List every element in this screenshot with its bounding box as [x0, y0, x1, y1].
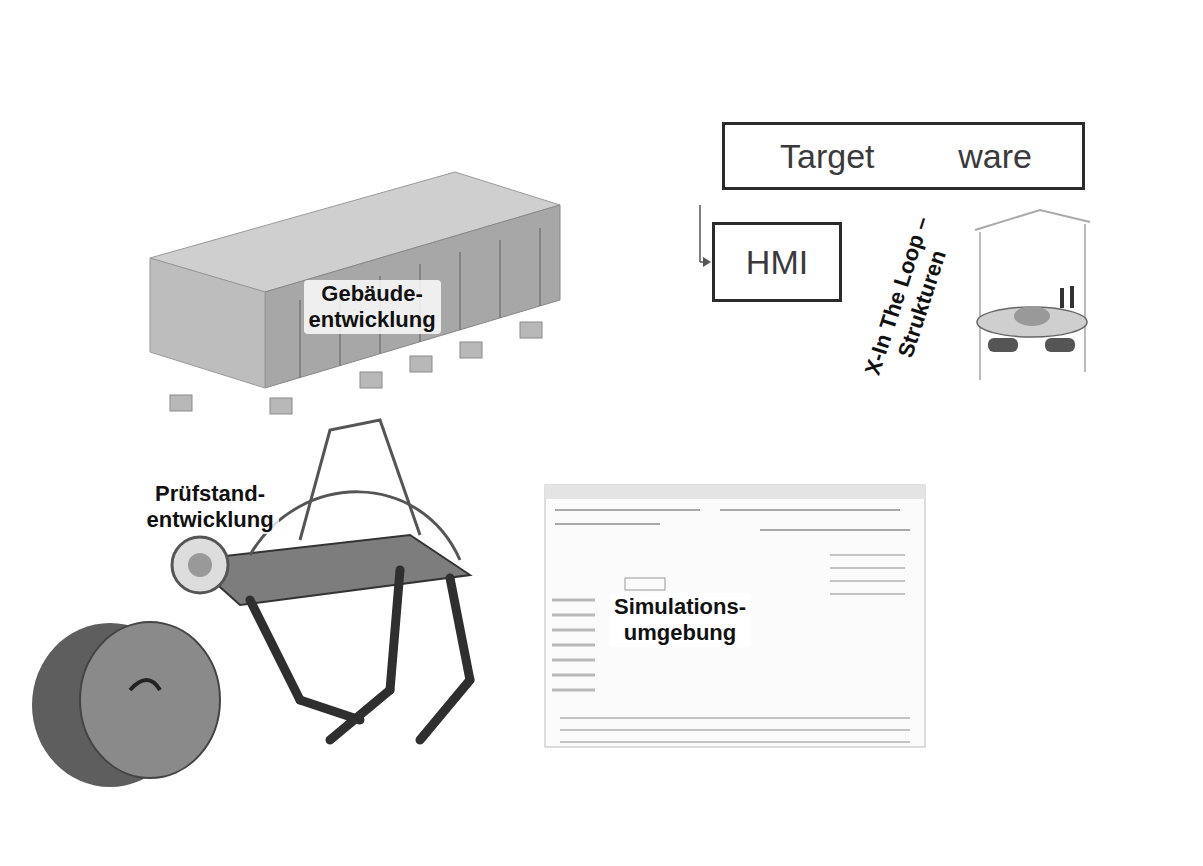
puzzle-outline — [20, 373, 620, 866]
piece-label: X-In The Loop – Strukturen — [852, 192, 968, 408]
piece-edge — [690, 23, 1187, 497]
piece-edge — [441, 468, 1030, 845]
piece-label: Prüfstand- entwicklung — [142, 480, 279, 534]
piece-label: Simulations- umgebung — [609, 593, 751, 647]
piece-bevel — [690, 23, 1187, 497]
software-screenshot — [545, 485, 925, 747]
puzzle-piece: Prüfstand- entwicklung — [20, 373, 620, 866]
piece-bevel — [441, 468, 1030, 845]
piece-edge — [118, 78, 660, 465]
building-drawing — [150, 172, 560, 414]
puzzle-piece: Simulations- umgebung — [433, 373, 1038, 853]
target-box: Target ware — [722, 122, 1085, 190]
piece-bevel — [28, 381, 525, 788]
puzzle-piece: Gebäude- entwicklung — [23, 70, 668, 560]
hmi-box: HMI — [712, 222, 842, 302]
test-rig-drawing — [32, 420, 470, 787]
piece-bevel — [118, 78, 660, 465]
box-label: ware — [958, 137, 1032, 176]
piece-edge — [28, 381, 525, 788]
puzzle-piece: X-In The Loop – Strukturen Target wareHMI — [595, 15, 1195, 505]
box-label: HMI — [746, 243, 808, 282]
piece-label: Gebäude- entwicklung — [304, 280, 441, 334]
box-label: Target — [780, 137, 875, 176]
